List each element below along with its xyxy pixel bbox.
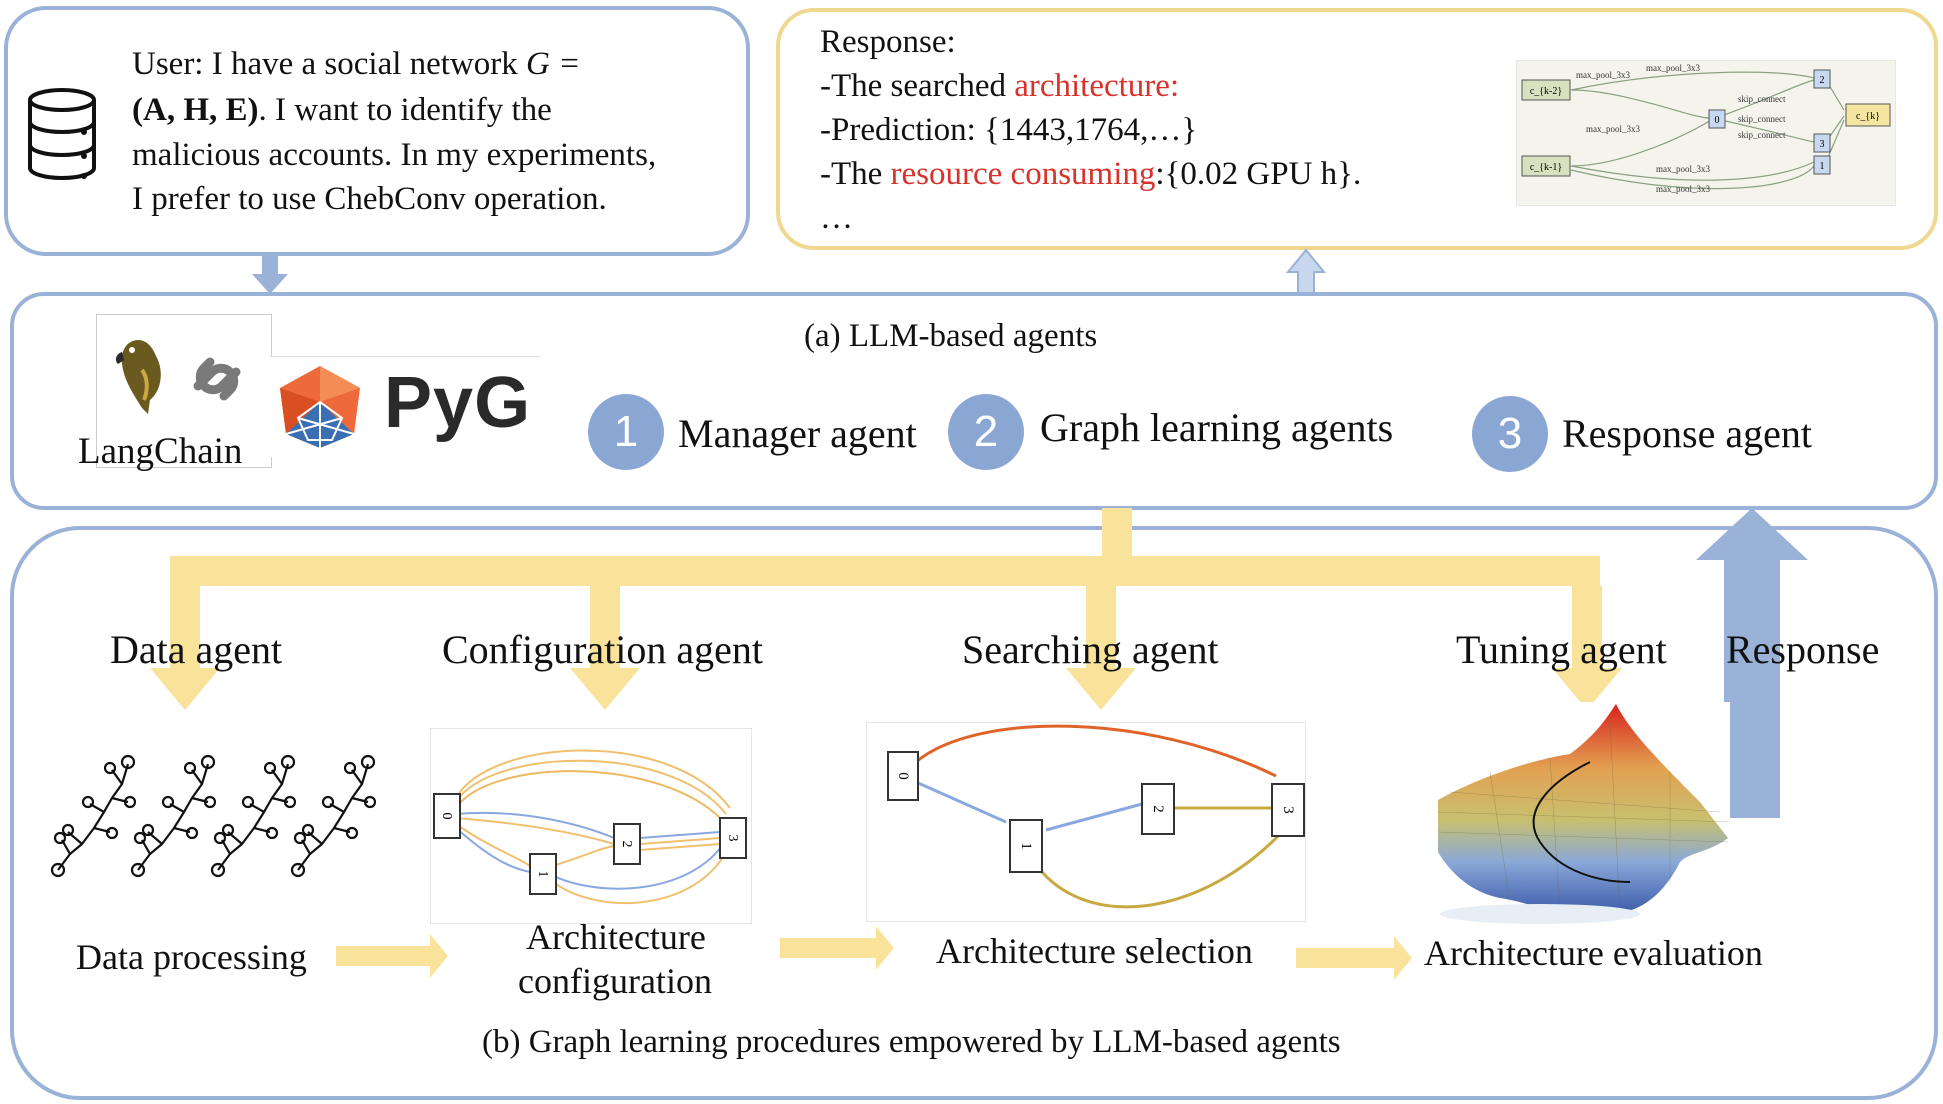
response-agent-label: Response agent bbox=[1562, 411, 1812, 456]
user-query-line-4: I prefer to use ChebConv operation. bbox=[132, 181, 607, 217]
svg-text:skip_connect: skip_connect bbox=[1738, 94, 1786, 104]
database-icon bbox=[28, 88, 96, 180]
architecture-configuration-label-1: Architecture bbox=[526, 917, 706, 957]
user-to-agents-arrow bbox=[252, 254, 288, 294]
svg-text:3: 3 bbox=[725, 835, 740, 842]
svg-text:max_pool_3x3: max_pool_3x3 bbox=[1646, 63, 1700, 73]
architecture-configuration-graph: 0 1 2 3 bbox=[430, 728, 752, 924]
svg-text:2: 2 bbox=[1820, 75, 1825, 86]
tuning-agent-label: Tuning agent bbox=[1456, 627, 1667, 672]
user-query-line-2: (A, H, E). I want to identify the bbox=[132, 92, 552, 128]
pyg-logo-icon bbox=[280, 366, 360, 448]
chain-link-icon bbox=[193, 357, 241, 401]
user-query-box bbox=[4, 6, 750, 256]
parrot-icon bbox=[115, 340, 161, 414]
architecture-evaluation-label: Architecture evaluation bbox=[1424, 933, 1763, 973]
loss-landscape-surface bbox=[1430, 702, 1730, 926]
response-title: Response: bbox=[820, 24, 956, 60]
langchain-logo bbox=[96, 314, 272, 468]
svg-text:max_pool_3x3: max_pool_3x3 bbox=[1576, 70, 1630, 80]
svg-text:2: 2 bbox=[619, 841, 634, 848]
agent-number-1: 1 bbox=[588, 394, 664, 470]
user-query-line-1: User: I have a social network G = bbox=[132, 46, 581, 82]
svg-text:c_{k-1}: c_{k-1} bbox=[1530, 162, 1562, 173]
response-arrow-bar bbox=[1722, 782, 1780, 816]
svg-text:skip_connect: skip_connect bbox=[1738, 130, 1786, 140]
manager-agent-label: Manager agent bbox=[678, 411, 917, 456]
response-line-ellipsis: … bbox=[820, 200, 853, 236]
data-processing-label: Data processing bbox=[76, 937, 307, 977]
graph-data-icons bbox=[50, 754, 377, 878]
user-query-line-3: malicious accounts. In my experiments, bbox=[132, 137, 657, 173]
response-line-prediction: -Prediction: {1443,1764,…} bbox=[820, 112, 1198, 148]
svg-text:3: 3 bbox=[1820, 139, 1825, 150]
svg-text:max_pool_3x3: max_pool_3x3 bbox=[1656, 184, 1710, 194]
configuration-agent-label: Configuration agent bbox=[442, 627, 764, 672]
procedures-title: (b) Graph learning procedures empowered … bbox=[482, 1024, 1341, 1060]
agent-number-2: 2 bbox=[948, 394, 1024, 470]
pyg-label: PyG bbox=[384, 363, 532, 443]
svg-text:max_pool_3x3: max_pool_3x3 bbox=[1656, 164, 1710, 174]
response-line-resource: -The resource consuming:{0.02 GPU h}. bbox=[820, 156, 1362, 192]
svg-text:0: 0 bbox=[895, 772, 911, 780]
llm-agents-title: (a) LLM-based agents bbox=[804, 318, 1098, 354]
searched-architecture-graph: c_{k-2} c_{k-1} 0 2 3 1 c_{k} max_pool_3… bbox=[1516, 60, 1896, 206]
svg-text:c_{k}: c_{k} bbox=[1856, 111, 1880, 122]
response-line-architecture: -The searched architecture: bbox=[820, 68, 1180, 104]
svg-text:1: 1 bbox=[535, 871, 550, 878]
svg-text:1: 1 bbox=[1820, 161, 1825, 172]
architecture-selection-graph: 0 1 2 3 bbox=[866, 722, 1306, 922]
architecture-selection-label: Architecture selection bbox=[936, 931, 1253, 971]
svg-text:skip_connect: skip_connect bbox=[1738, 114, 1786, 124]
agent-number-3: 3 bbox=[1472, 396, 1548, 472]
svg-text:0: 0 bbox=[439, 813, 454, 820]
svg-text:c_{k-2}: c_{k-2} bbox=[1530, 86, 1562, 97]
svg-text:1: 1 bbox=[1018, 842, 1034, 850]
architecture-configuration-label-2: configuration bbox=[518, 961, 712, 1001]
svg-text:max_pool_3x3: max_pool_3x3 bbox=[1586, 124, 1640, 134]
svg-text:2: 2 bbox=[1150, 805, 1166, 813]
graph-learning-agents-label: Graph learning agents bbox=[1040, 405, 1394, 450]
response-label: Response bbox=[1726, 627, 1880, 672]
svg-text:3: 3 bbox=[1280, 806, 1296, 814]
data-agent-label: Data agent bbox=[110, 627, 283, 672]
langchain-label: LangChain bbox=[78, 431, 243, 472]
svg-text:0: 0 bbox=[1715, 115, 1720, 126]
searching-agent-label: Searching agent bbox=[962, 627, 1219, 672]
